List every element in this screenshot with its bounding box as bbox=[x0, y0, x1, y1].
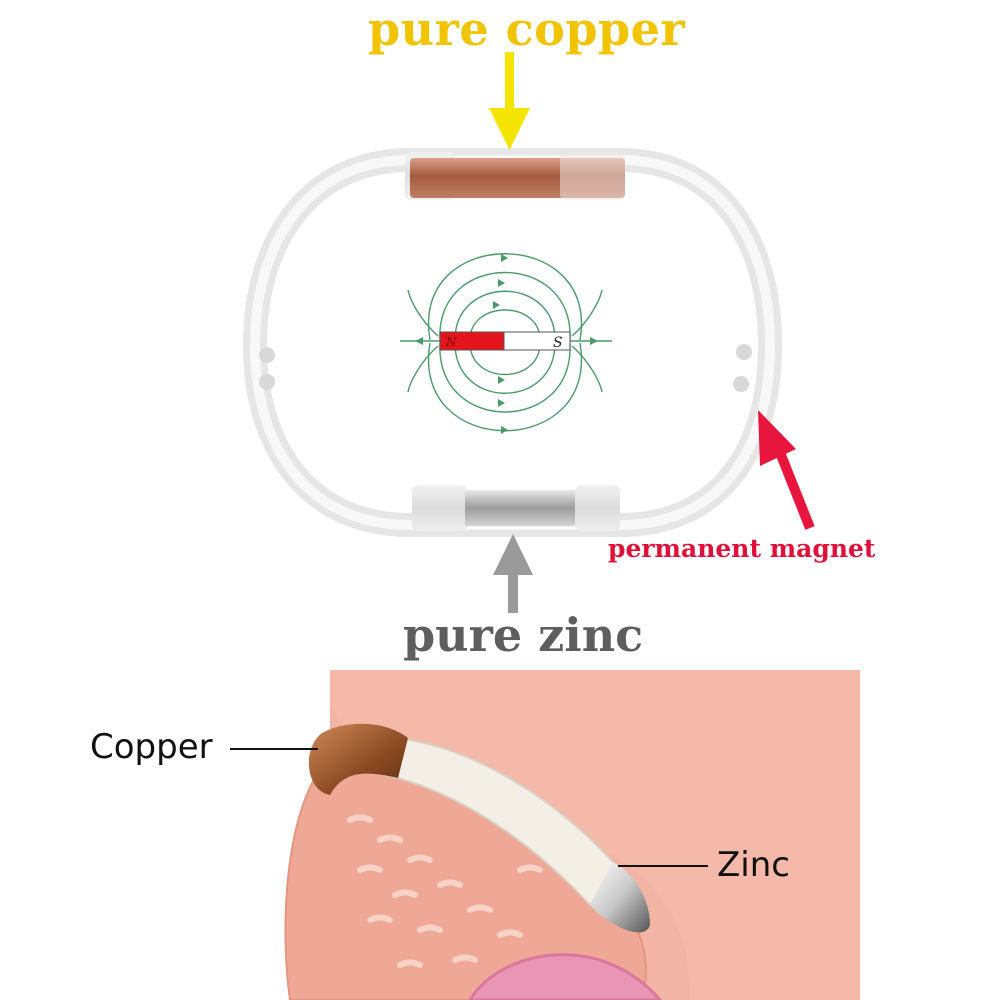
ring-zinc-tip bbox=[590, 862, 650, 933]
pure-copper-label: pure copper bbox=[368, 2, 686, 56]
copper-cap-right bbox=[560, 152, 625, 200]
copper-arrow bbox=[489, 52, 530, 150]
zinc-cap-right bbox=[575, 485, 620, 531]
zinc-callout-label: Zinc bbox=[717, 845, 790, 885]
ring-device bbox=[242, 148, 783, 537]
zinc-segment bbox=[465, 490, 577, 526]
bead-left-1 bbox=[259, 347, 275, 363]
magnet-s-label: S bbox=[553, 335, 563, 351]
zinc-cap-left bbox=[412, 485, 467, 531]
bead-right-1 bbox=[736, 344, 752, 360]
ring-copper-tip bbox=[308, 723, 408, 795]
body-shape bbox=[330, 670, 860, 1000]
magnet-n-label: N bbox=[445, 335, 457, 349]
bar-magnet: N S bbox=[439, 331, 571, 351]
pure-zinc-label: pure zinc bbox=[403, 608, 644, 662]
bottom-illustration bbox=[230, 670, 860, 1000]
bead-left-2 bbox=[259, 374, 275, 390]
pink-tip bbox=[468, 953, 662, 1000]
zinc-arrow bbox=[493, 534, 533, 613]
bead-right-2 bbox=[733, 376, 749, 392]
copper-callout-label: Copper bbox=[90, 727, 213, 767]
skin-texture bbox=[347, 814, 543, 968]
magnet-south bbox=[503, 331, 571, 351]
magnet-arrow bbox=[758, 410, 815, 530]
field-arrows bbox=[415, 254, 598, 434]
magnetic-field-diagram bbox=[400, 253, 612, 432]
permanent-magnet-label: permanent magnet bbox=[608, 534, 876, 563]
